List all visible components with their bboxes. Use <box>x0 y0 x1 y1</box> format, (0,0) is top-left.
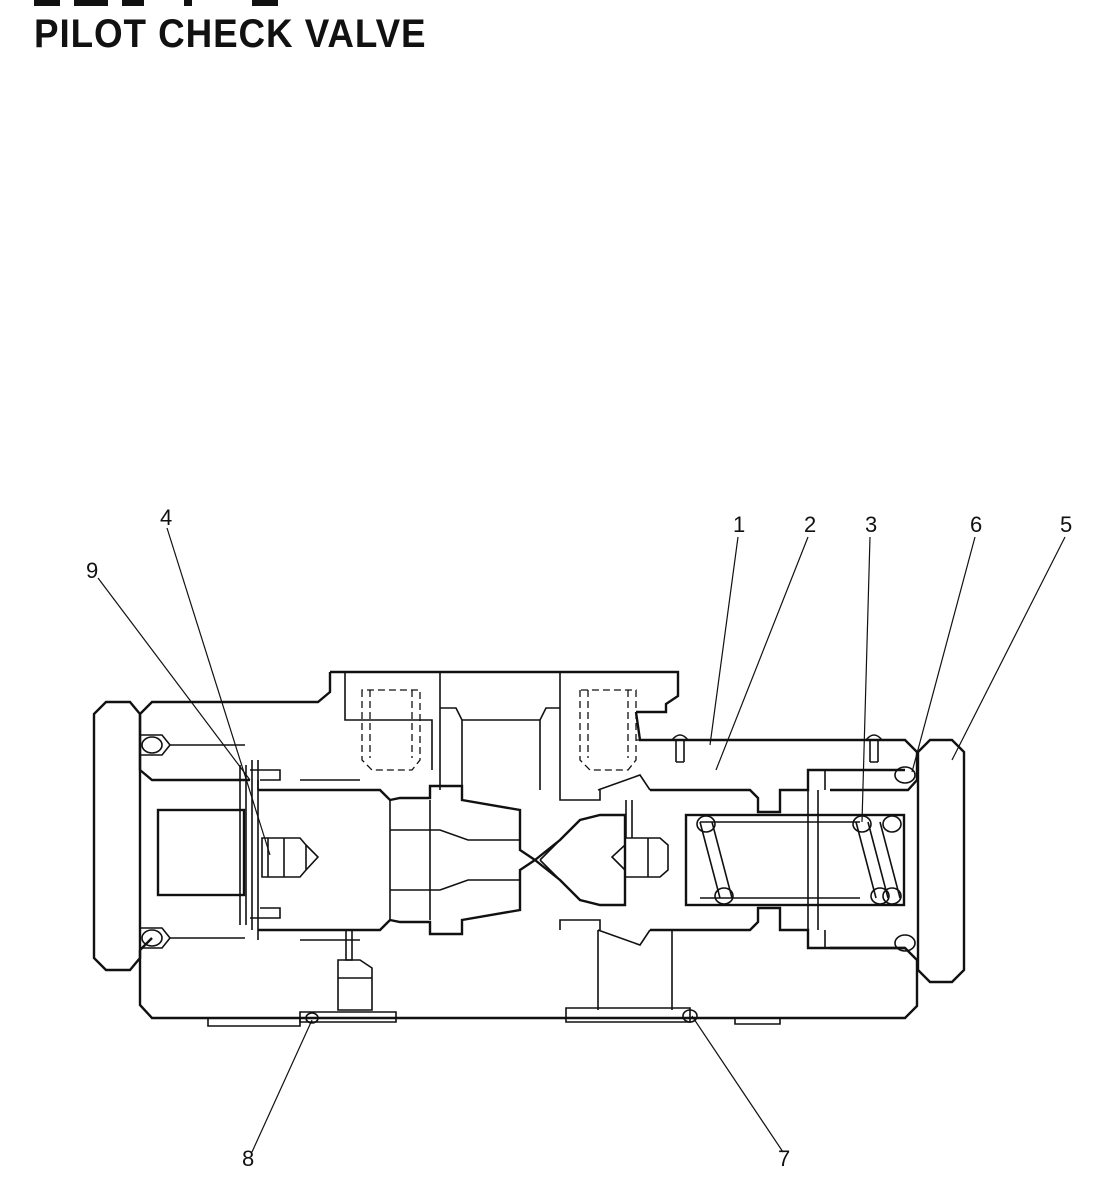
callout-3: 3 <box>865 512 877 537</box>
cropped-heading-fragment <box>34 0 278 8</box>
callout-4: 4 <box>160 505 172 530</box>
valve-body <box>138 670 919 1020</box>
page-title: PILOT CHECK VALVE <box>34 12 427 56</box>
callout-8: 8 <box>242 1146 254 1171</box>
callout-2: 2 <box>804 512 816 537</box>
spring-coils <box>696 815 902 905</box>
callout-7: 7 <box>778 1146 790 1171</box>
callout-9: 9 <box>86 558 98 583</box>
callout-1: 1 <box>733 512 745 537</box>
center-check-poppet <box>533 774 673 1010</box>
right-spring-assembly <box>650 768 906 950</box>
callout-labels: 1 2 3 4 5 6 7 8 9 <box>86 505 1072 1171</box>
left-end-cover <box>92 700 245 972</box>
callout-leaders <box>97 527 1066 1153</box>
right-end-cover <box>894 738 966 984</box>
callout-5: 5 <box>1060 512 1072 537</box>
bottom-plates <box>207 1007 781 1027</box>
callout-6: 6 <box>970 512 982 537</box>
left-spool-assembly <box>156 760 538 1011</box>
